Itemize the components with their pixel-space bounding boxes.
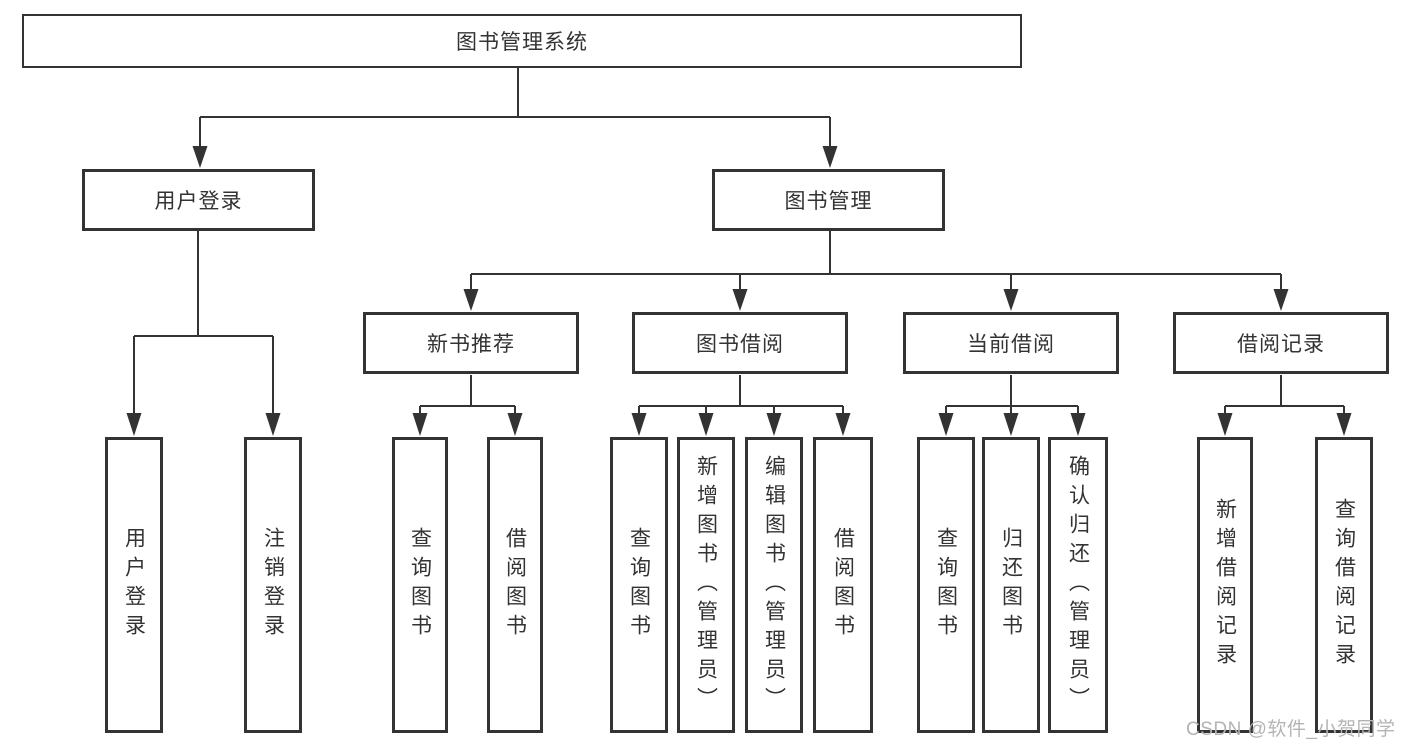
leaf-borrowing-add-books-admin: 新增图书（管理员） [677,437,735,733]
arrow-icon [938,413,954,436]
leaf-user-login: 用户登录 [105,437,163,733]
connector-paths [133,68,1345,414]
arrow-icon [265,413,281,436]
arrow-icon [1336,413,1352,436]
arrow-icon [1070,413,1086,436]
leaf-current-query-books: 查询图书 [917,437,975,733]
leaf-newbook-borrow-books: 借阅图书 [487,437,543,733]
arrow-icon [1217,413,1233,436]
arrow-icon [1003,289,1019,311]
arrow-icon [631,413,647,436]
node-new-book-recommend: 新书推荐 [363,312,579,374]
node-book-borrowing: 图书借阅 [632,312,848,374]
leaf-current-confirm-return-admin: 确认归还（管理员） [1048,437,1108,733]
csdn-watermark: CSDN @软件_小贺同学 [1186,719,1396,740]
arrow-icon [463,289,479,311]
node-root: 图书管理系统 [22,14,1022,68]
node-borrowing-records: 借阅记录 [1173,312,1389,374]
leaf-borrowing-borrow-books: 借阅图书 [813,437,873,733]
leaf-records-query-record: 查询借阅记录 [1315,437,1373,733]
leaf-current-return-books: 归还图书 [982,437,1040,733]
arrow-icon [835,413,851,436]
node-current-borrowing: 当前借阅 [903,312,1119,374]
arrow-icon [1003,413,1019,436]
arrow-icon [1273,289,1289,311]
node-book-management: 图书管理 [712,169,945,231]
arrow-icon [766,413,782,436]
arrow-icon [192,146,208,168]
node-user-login: 用户登录 [82,169,315,231]
leaf-borrowing-query-books: 查询图书 [610,437,668,733]
arrow-icon [507,413,523,436]
leaf-records-add-record: 新增借阅记录 [1197,437,1253,733]
leaf-newbook-query-books: 查询图书 [392,437,448,733]
arrow-icon [126,413,142,436]
leaf-borrowing-edit-books-admin: 编辑图书（管理员） [745,437,803,733]
arrow-icon [412,413,428,436]
leaf-logout: 注销登录 [244,437,302,733]
arrow-icon [822,146,838,168]
arrow-icon [698,413,714,436]
arrow-icon [732,289,748,311]
